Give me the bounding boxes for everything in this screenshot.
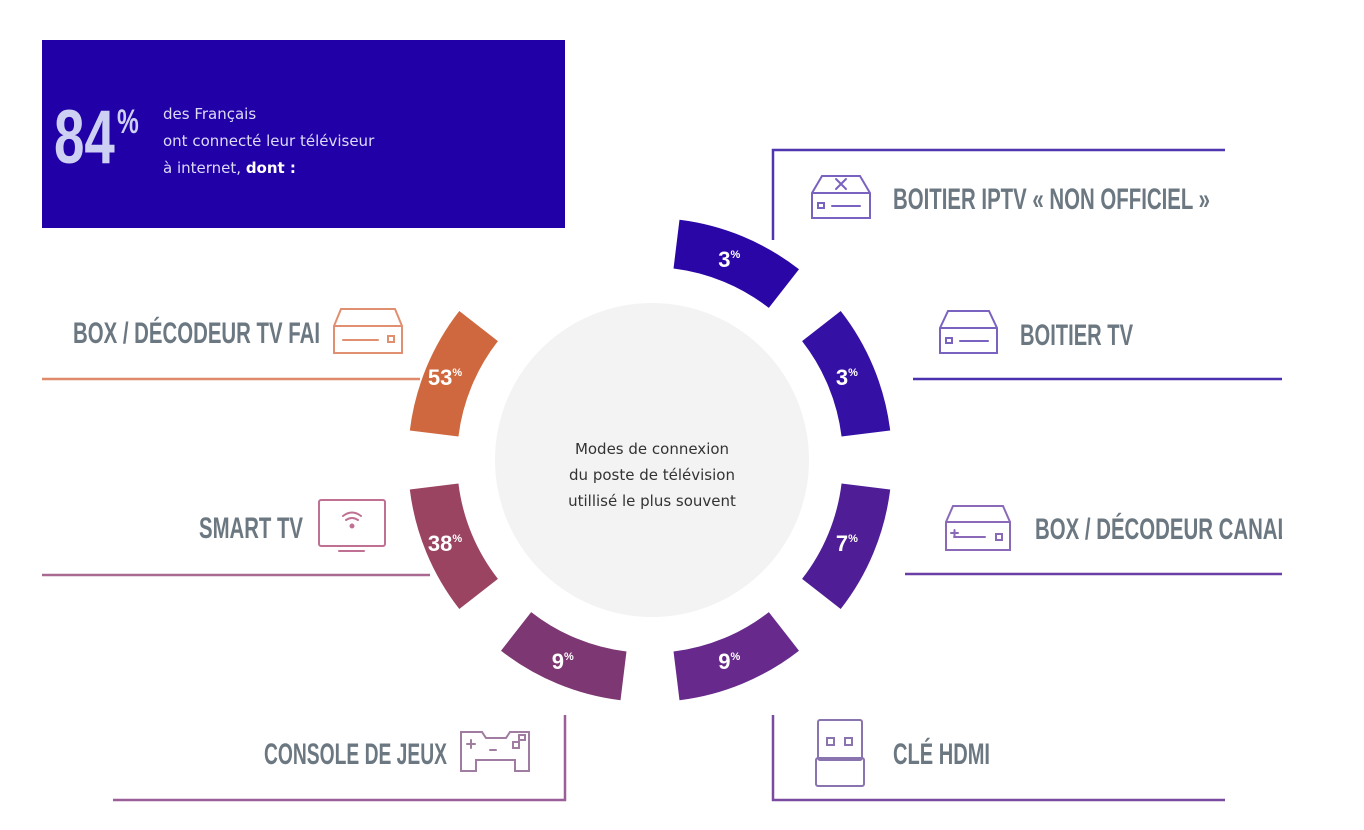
ring-segment bbox=[409, 483, 498, 609]
gamepad-icon bbox=[460, 731, 530, 772]
smart-tv-icon bbox=[318, 499, 386, 552]
segment-value-label: 38% bbox=[428, 531, 462, 556]
center-line-1: Modes de connexion bbox=[575, 440, 729, 458]
segment-value-label: 9% bbox=[718, 649, 740, 674]
segment-value-label: 9% bbox=[552, 649, 574, 674]
ring-segment bbox=[802, 311, 891, 437]
segment-value-label: 3% bbox=[718, 247, 740, 272]
hdmi-key-icon bbox=[815, 719, 865, 787]
ring-segment bbox=[802, 483, 891, 609]
ring-segment bbox=[673, 219, 799, 308]
leader-line-hdmi bbox=[771, 715, 1225, 802]
header-big-number: 84 bbox=[54, 95, 115, 180]
header-line-1: des Français bbox=[163, 105, 256, 123]
segment-value-label: 7% bbox=[836, 531, 858, 556]
isp-box-icon bbox=[333, 308, 403, 354]
center-line-3: utillisé le plus souvent bbox=[568, 492, 736, 510]
label-console: CONSOLE DE JEUX bbox=[264, 738, 447, 771]
ring-segment bbox=[501, 612, 627, 701]
label-hdmi: CLÉ HDMI bbox=[893, 737, 990, 771]
decoder-icon bbox=[945, 505, 1011, 551]
leader-line-iptv bbox=[771, 148, 1225, 240]
leader-line-console bbox=[113, 715, 567, 802]
header-line-3: à internet, dont : bbox=[163, 159, 296, 177]
header-line-2: ont connecté leur téléviseur bbox=[163, 132, 375, 150]
header-big-figure: 84% bbox=[54, 95, 139, 180]
tv-box-icon bbox=[939, 310, 998, 354]
label-boitier-tv: BOITIER TV bbox=[1020, 319, 1133, 352]
iptv-box-icon bbox=[811, 175, 871, 219]
ring-segment bbox=[409, 311, 498, 437]
center-line-2: du poste de télévision bbox=[569, 466, 735, 484]
segment-value-label: 53% bbox=[428, 365, 462, 390]
header-box bbox=[42, 40, 565, 228]
label-canal: BOX / DÉCODEUR CANAL bbox=[1035, 512, 1290, 546]
center-circle bbox=[495, 303, 809, 617]
label-smart-tv: SMART TV bbox=[199, 512, 303, 545]
label-fai: BOX / DÉCODEUR TV FAI bbox=[73, 316, 320, 350]
header-big-unit: % bbox=[117, 103, 139, 141]
ring-segment bbox=[673, 612, 799, 701]
label-iptv: BOITIER IPTV « NON OFFICIEL » bbox=[893, 183, 1210, 216]
segment-value-label: 3% bbox=[836, 365, 858, 390]
